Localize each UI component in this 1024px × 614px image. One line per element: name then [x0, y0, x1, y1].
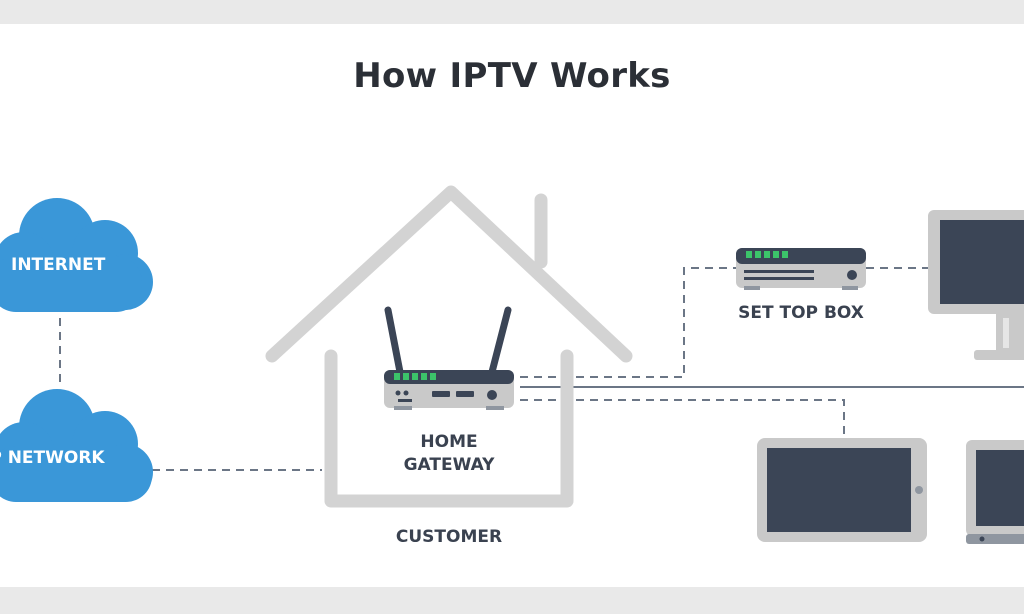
page-title: How IPTV Works — [353, 56, 671, 96]
connectors — [59, 267, 928, 471]
customer-label: CUSTOMER — [395, 527, 503, 547]
internet-cloud — [0, 198, 153, 312]
laptop-icon — [966, 440, 1024, 544]
router-icon — [384, 306, 514, 410]
home-gateway-label-line1: HOME — [420, 432, 478, 452]
set-top-box-icon — [736, 248, 866, 290]
house-outline — [265, 185, 633, 508]
tablet-icon — [757, 438, 927, 542]
set-top-box-label: SET TOP BOX — [738, 303, 864, 323]
connector-gateway-tablet — [520, 399, 845, 438]
internet-label: INTERNET — [11, 255, 106, 275]
ip-network-label: IP NETWORK — [0, 448, 105, 468]
tv-monitor-icon — [928, 210, 1024, 360]
home-gateway-label-line2: GATEWAY — [403, 455, 495, 475]
connector-gateway-settopbox — [520, 267, 736, 378]
ip-network-cloud — [0, 389, 153, 502]
